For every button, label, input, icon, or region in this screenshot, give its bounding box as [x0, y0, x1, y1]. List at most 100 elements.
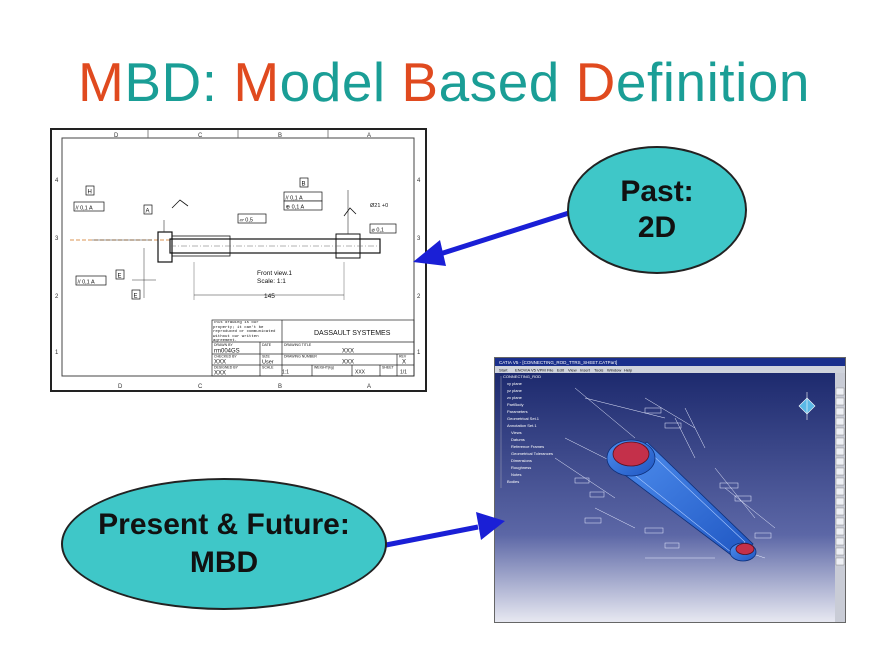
drawing-svg: D C B A D C B A 4 3 2 1 4 3 2 1 — [55, 130, 421, 390]
title-block-note: This drawing is our property; it can't b… — [213, 321, 276, 342]
menu-item-edit[interactable]: Edit — [557, 368, 565, 373]
tree-item-root[interactable]: CONNECTING_ROD — [503, 374, 541, 379]
window-title: CATIA V5 - [CONNECTING_ROD_TTRS_SHEET.CA… — [499, 360, 617, 365]
title-block-sheet: 1/1 — [400, 370, 407, 376]
tree-item-yz-plane[interactable]: yz plane — [507, 388, 523, 393]
tolerance-frame-2: // 0,1 A — [286, 196, 303, 202]
title-block-size-label: SIZE — [262, 355, 270, 359]
cad-svg: CATIA V5 - [CONNECTING_ROD_TTRS_SHEET.CA… — [495, 358, 845, 622]
border-number-3: 3 — [55, 236, 59, 242]
tree-item-views[interactable]: Views — [511, 430, 522, 435]
title-block-drawn-by-label: DRAWN BY — [214, 343, 233, 347]
title-block-designed-by: XXX — [214, 371, 226, 377]
present-future-label: Present & Future: — [98, 508, 350, 541]
datum-label-b: B — [302, 182, 306, 188]
menu-item-enovia[interactable]: ENOVIA V5 VPM — [515, 368, 546, 373]
tree-item-geometrical-set[interactable]: Geometrical Set.1 — [507, 416, 540, 421]
past-2d-label: 2D — [637, 211, 677, 244]
menu-item-view[interactable]: View — [568, 368, 577, 373]
title-block-size: User — [262, 360, 274, 366]
tree-item-datums[interactable]: Datums — [511, 437, 525, 442]
title-block-weight-label: WEIGHT(kg) — [314, 366, 334, 370]
tree-item-geometrical-tolerances[interactable]: Geometrical Tolerances — [511, 451, 553, 456]
tree-item-notes[interactable]: Notes — [511, 472, 521, 477]
tolerance-frame-1: // 0,1 A — [76, 206, 93, 212]
datum-label-a: A — [146, 209, 150, 215]
2d-engineering-drawing: D C B A D C B A 4 3 2 1 4 3 2 1 — [50, 128, 427, 392]
title-block-drawing-number: XXX — [342, 360, 354, 366]
border-number-right-4: 4 — [417, 178, 421, 184]
title-block-checked-by: XXX — [214, 360, 226, 366]
menu-item-tools[interactable]: Tools — [594, 368, 603, 373]
window-title-bar — [495, 358, 845, 366]
tree-item-annotation-set[interactable]: Annotation Set.1 — [507, 423, 537, 428]
title-block-weight: XXX — [355, 370, 366, 376]
tolerance-frame-5: ⌀ 0,1 — [372, 228, 385, 234]
tolerance-frame-6: // 0,1 A — [78, 280, 95, 286]
border-letter-bottom-a: A — [367, 384, 371, 390]
title-block-rev: X — [402, 360, 406, 366]
length-dimension: 145 — [264, 293, 275, 300]
title-letter-b: B — [401, 51, 439, 113]
tolerance-frame-3: ⊕ 0,1 A — [286, 205, 305, 211]
title-letter-m2: M — [233, 51, 280, 113]
menu-item-insert[interactable]: Insert — [580, 368, 591, 373]
border-number-right-2: 2 — [417, 294, 421, 300]
tree-item-roughness[interactable]: Roughness — [511, 465, 531, 470]
mbd-label: MBD — [189, 546, 259, 579]
connecting-rod-side-view — [70, 190, 381, 300]
view-scale: Scale: 1:1 — [257, 278, 286, 285]
menu-item-start[interactable]: Start — [499, 368, 508, 373]
title-block-scale-label: SCALE — [262, 366, 274, 370]
view-label: Front view.1 — [257, 270, 292, 277]
title-block-drawing-title-label: DRAWING TITLE — [284, 343, 312, 347]
datum-label-h: H — [88, 190, 92, 196]
tolerance-frame-4: ▱ 0,5 — [240, 218, 253, 224]
title-block — [211, 319, 415, 377]
tree-item-reference-frames[interactable]: Reference Frames — [511, 444, 544, 449]
title-block-date-label: DATE — [262, 343, 272, 347]
menu-item-window[interactable]: Window — [607, 368, 621, 373]
border-letter-bottom-b: B — [278, 384, 282, 390]
border-number-1: 1 — [55, 350, 59, 356]
title-block-rev-label: REV — [399, 355, 407, 359]
title-letter-d: D — [575, 51, 616, 113]
menu-item-help[interactable]: Help — [624, 368, 633, 373]
specification-tree: CONNECTING_ROD xy plane yz plane zx plan… — [500, 374, 553, 488]
title-block-drawing-title: XXX — [342, 349, 354, 355]
tree-item-bodies[interactable]: Bodies — [507, 479, 519, 484]
arrow-present-icon — [385, 512, 505, 548]
title-block-checked-by-label: CHECKED BY — [214, 355, 237, 359]
border-number-4: 4 — [55, 178, 59, 184]
3d-annotations — [554, 387, 776, 559]
border-letter-top-d: D — [114, 133, 119, 139]
tree-item-dimensions[interactable]: Dimensions — [511, 458, 532, 463]
tree-item-partbody[interactable]: PartBody — [507, 402, 523, 407]
title-block-designed-by-label: DESIGNED BY — [214, 366, 239, 370]
title-segment-odel: odel — [279, 51, 402, 113]
datum-label-e2: E — [134, 294, 138, 300]
title-block-sheet-label: SHEET — [382, 366, 395, 370]
title-segment-efinition: efinition — [615, 51, 810, 113]
border-letter-top-b: B — [278, 133, 282, 139]
title-block-drawing-number-label: DRAWING NUMBER — [284, 355, 317, 359]
border-letter-top-a: A — [367, 133, 371, 139]
right-toolbar — [835, 373, 845, 622]
title-block-drawn-by: rm004GS — [214, 349, 240, 355]
datum-label-e: E — [118, 274, 122, 280]
menu-item-file[interactable]: File — [547, 368, 554, 373]
tree-item-xy-plane[interactable]: xy plane — [507, 381, 523, 386]
menu-bar — [495, 366, 845, 373]
compass-icon[interactable] — [798, 392, 816, 420]
slide-title: MBD: Model Based Definition — [0, 50, 888, 114]
border-letter-bottom-c: C — [198, 384, 203, 390]
border-number-2: 2 — [55, 294, 59, 300]
present-future-mbd-bubble: Present & Future: MBD — [61, 478, 387, 610]
border-number-right-1: 1 — [417, 350, 421, 356]
toolbar-buttons[interactable] — [835, 387, 845, 566]
tree-item-parameters[interactable]: Parameters — [507, 409, 528, 414]
title-letter-m1: M — [78, 51, 125, 113]
border-number-right-3: 3 — [417, 236, 421, 242]
tree-item-zx-plane[interactable]: zx plane — [507, 395, 523, 400]
past-label: Past: — [620, 175, 694, 208]
